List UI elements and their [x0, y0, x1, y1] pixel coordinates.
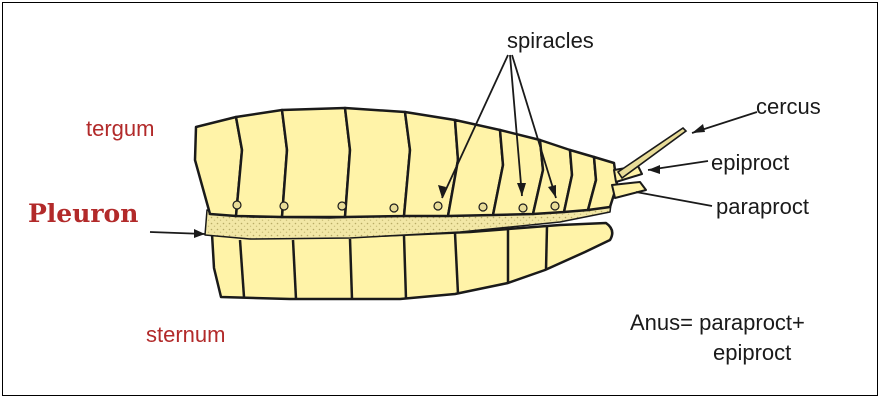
label-epiproct: epiproct — [711, 152, 789, 174]
spiracle — [233, 201, 241, 209]
spiracle — [434, 202, 442, 210]
label-anus-line2: epiproct — [713, 342, 791, 364]
label-cercus: cercus — [756, 96, 821, 118]
label-spiracles: spiracles — [507, 30, 594, 52]
label-paraproct: paraproct — [716, 196, 809, 218]
paraproct-leader — [636, 192, 712, 206]
label-pleuron: Pleuron — [28, 201, 138, 226]
label-sternum: sternum — [146, 324, 225, 346]
label-tergum: tergum — [86, 118, 154, 140]
label-anus-line1: Anus= paraproct+ — [630, 312, 805, 334]
spiracle — [280, 202, 288, 210]
spiracle — [519, 204, 527, 212]
tergum-plates — [195, 108, 617, 217]
spiracle — [479, 203, 487, 211]
spiracle — [390, 204, 398, 212]
spiracle — [551, 202, 559, 210]
spiracle — [338, 202, 346, 210]
paraproct-shape — [612, 182, 646, 198]
